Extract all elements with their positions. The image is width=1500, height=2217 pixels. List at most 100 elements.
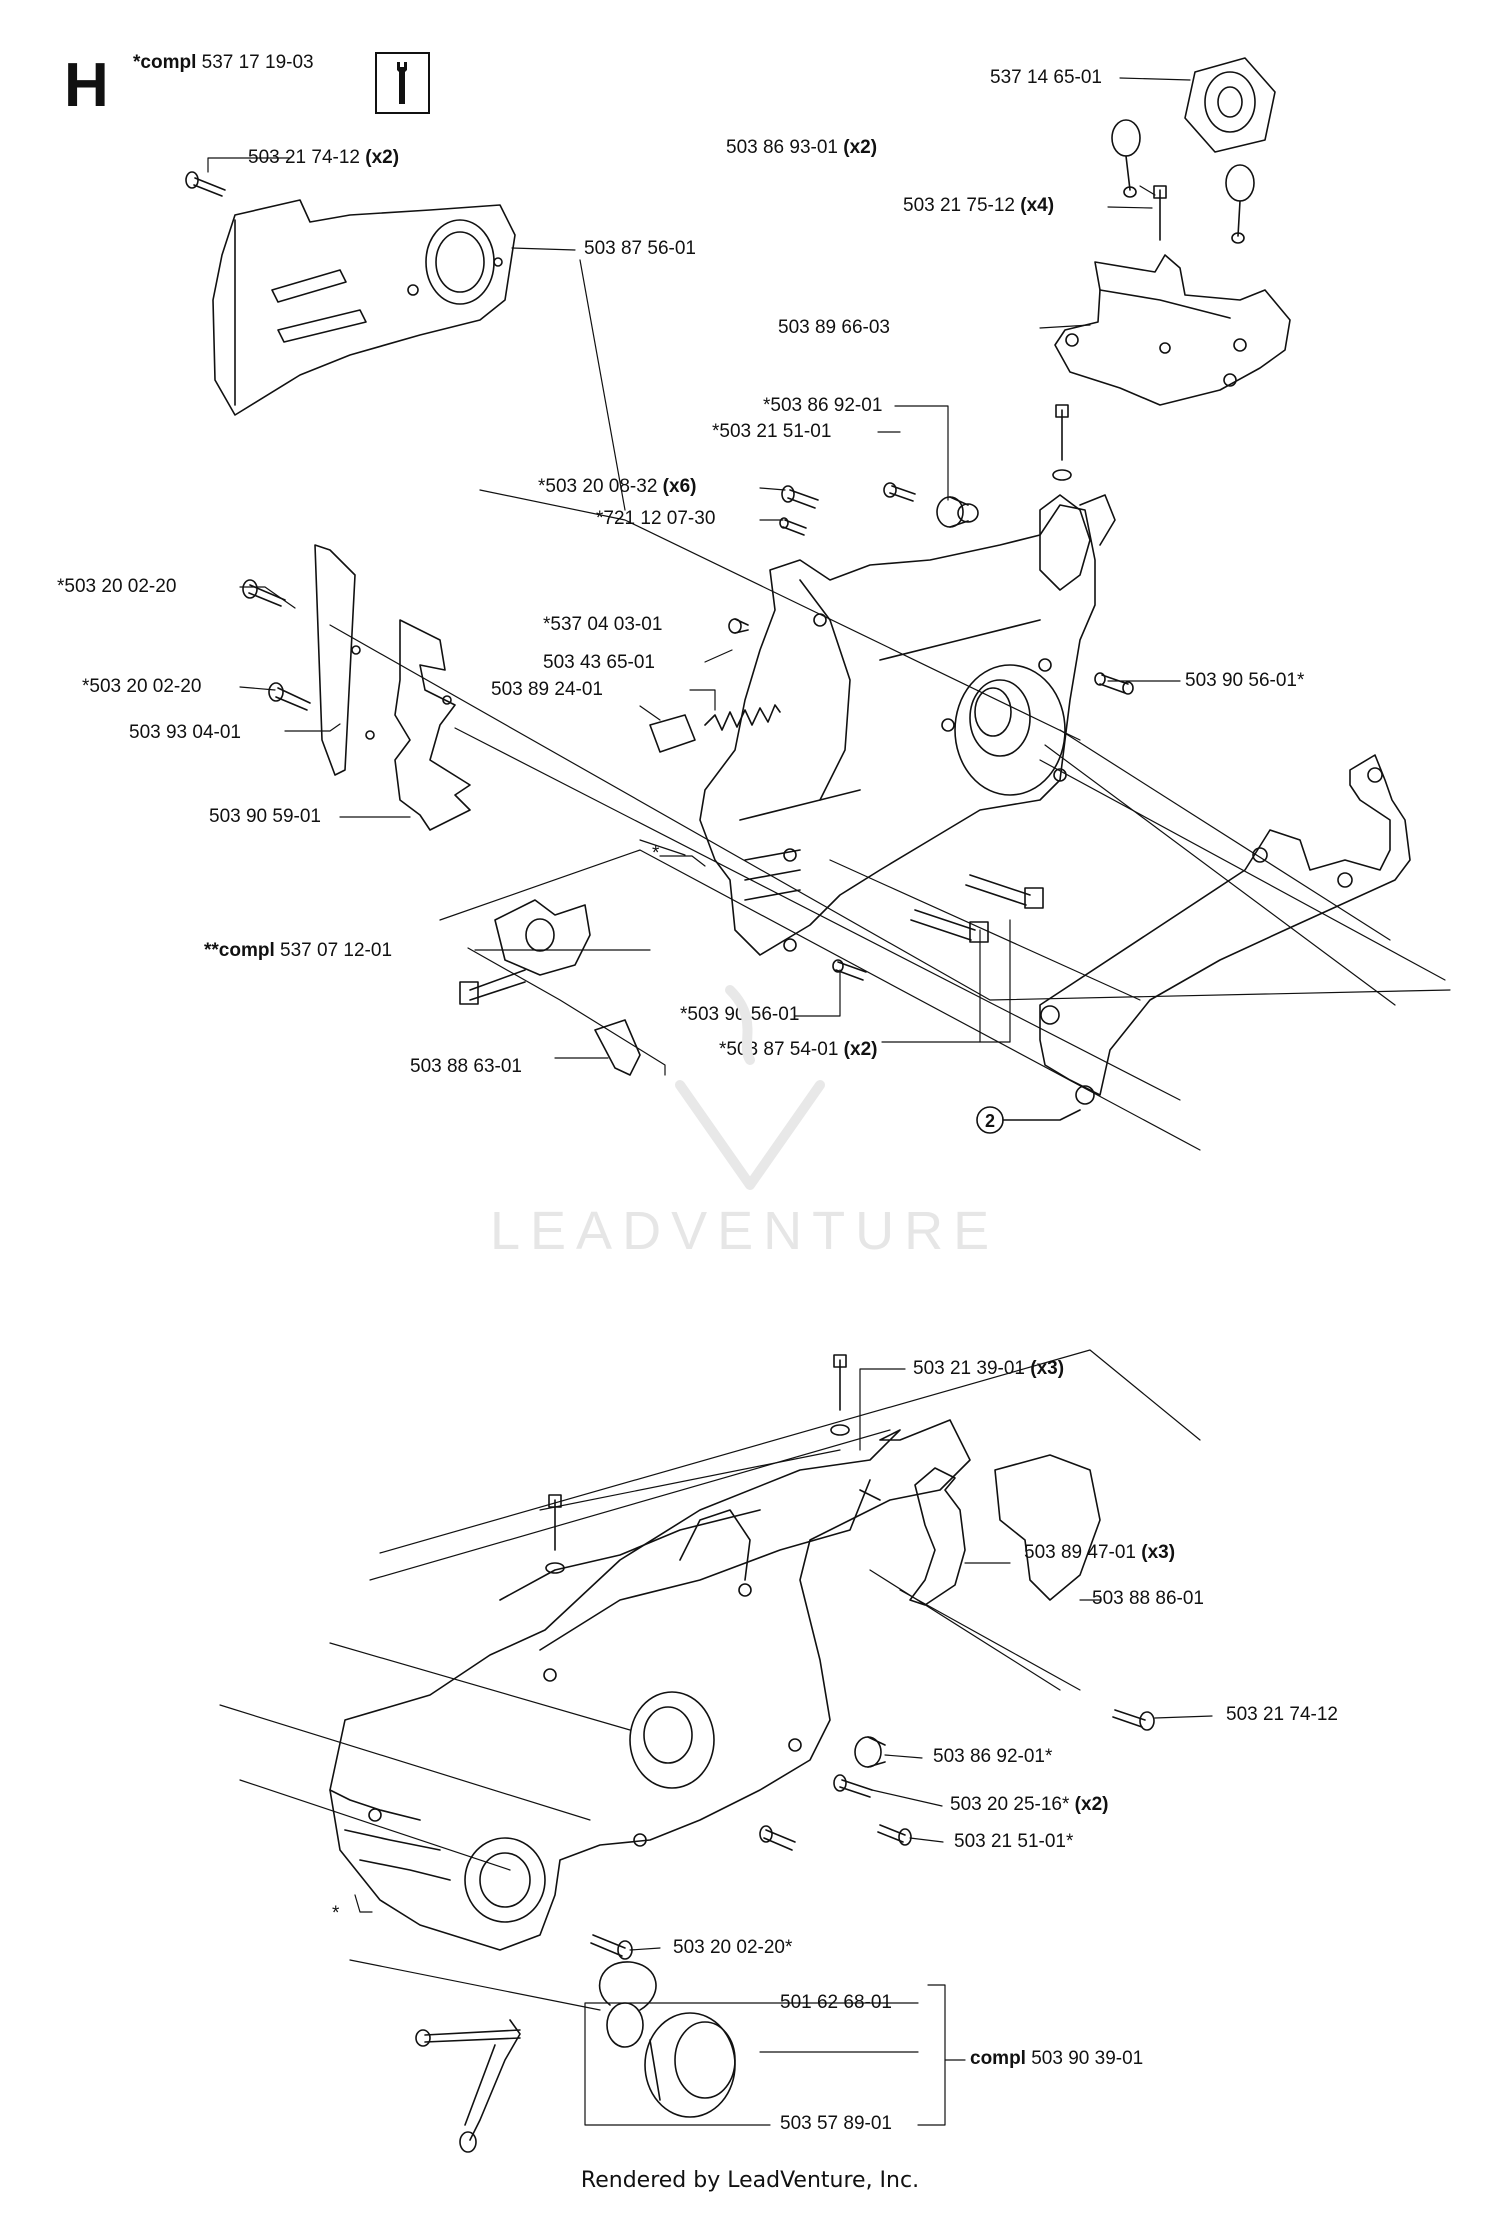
watermark-logo — [675, 985, 825, 1190]
gasket-outline — [1039, 754, 1411, 1105]
part-label-503869201b: 503 86 92-01* — [933, 1746, 1052, 1768]
screw-503-20-25-16 — [833, 1774, 873, 1798]
part-quantity: (x2) — [1074, 1794, 1109, 1815]
pin-537-04-03-01 — [728, 618, 749, 634]
part-number: 503 86 93-01 — [726, 137, 838, 158]
part-number: 503 20 25-16* — [950, 1794, 1070, 1815]
part-label-503200220c: 503 20 02-20* — [673, 1937, 792, 1959]
part-label-503200220b: *503 20 02-20 — [82, 676, 201, 698]
part-label-prefix: **compl — [204, 940, 275, 961]
part-number: *537 04 03-01 — [543, 614, 663, 635]
part-quantity: (x3) — [1030, 1358, 1065, 1379]
tool-icon — [375, 52, 430, 114]
part-label-503202516: 503 20 25-16* (x2) — [950, 1794, 1108, 1816]
screw-503-21-39-01b — [545, 1494, 565, 1574]
part-label-503894701: 503 89 47-01 (x3) — [1024, 1542, 1175, 1564]
cylinder-cover — [1054, 254, 1291, 406]
part-label-721120730: *721 12 07-30 — [596, 508, 715, 530]
rubber-cushion — [1184, 57, 1276, 153]
part-label-537040301: *537 04 03-01 — [543, 614, 662, 636]
part-number: 503 90 59-01 — [209, 806, 321, 827]
bolt-503-87-54-01a — [965, 874, 1044, 909]
footer-credit: Rendered by LeadVenture, Inc. — [580, 2168, 920, 2193]
part-label-503903901: compl 503 90 39-01 — [970, 2048, 1143, 2070]
screw-503-21-75-12 — [1153, 185, 1167, 241]
part-number: 503 86 92-01* — [933, 1746, 1053, 1767]
screw-vertical-top — [1052, 404, 1072, 481]
part-number: *503 86 92-01 — [763, 395, 883, 416]
part-number: 503 90 56-01* — [1185, 670, 1305, 691]
watermark-text: LEADVENTURE — [490, 1201, 1000, 1261]
header-compl-prefix: *compl — [133, 52, 197, 73]
part-number: * — [652, 843, 660, 864]
part-quantity: (x4) — [1020, 195, 1055, 216]
part-number: 503 43 65-01 — [543, 652, 655, 673]
spring-503-43-65-01 — [704, 704, 781, 731]
part-number: 503 21 74-12 — [1226, 1704, 1338, 1725]
part-number: 503 89 47-01 — [1024, 1542, 1136, 1563]
bolt-503-20-02-20b — [268, 682, 311, 711]
lower-top-rail — [539, 1479, 881, 1651]
crankcase-lower — [329, 1419, 971, 1951]
part-label-503905601b: *503 90 56-01 — [680, 1004, 799, 1026]
part-quantity: (x2) — [843, 1039, 878, 1060]
part-label-503896603: 503 89 66-03 — [778, 317, 890, 339]
screw-503-20-08-32 — [781, 485, 819, 509]
part-label-503436501: 503 43 65-01 — [543, 652, 655, 674]
part-number: *503 20 02-20 — [82, 676, 202, 697]
leader-lines-bottom — [219, 1349, 1213, 2126]
screw-503-21-51-01b — [877, 1824, 912, 1846]
part-number: 503 57 89-01 — [780, 2113, 892, 2134]
part-number: 503 21 75-12 — [903, 195, 1015, 216]
part-label-503875601: 503 87 56-01 — [584, 238, 696, 260]
part-label-503578901: 503 57 89-01 — [780, 2113, 892, 2135]
header-part-number: 537 17 19-03 — [201, 52, 314, 73]
chain-tensioner — [459, 899, 591, 1005]
knob-503-86-93-01a — [1111, 119, 1141, 198]
bar-guard-plate — [212, 199, 516, 416]
spacer-503-86-92-01b — [854, 1736, 886, 1768]
part-quantity: (x2) — [843, 137, 878, 158]
part-quantity: (x3) — [1141, 1542, 1176, 1563]
part-quantity: (x6) — [662, 476, 697, 497]
part-label-503886301: 503 88 63-01 — [410, 1056, 522, 1078]
part-number: *503 20 02-20 — [57, 576, 177, 597]
part-number: 503 93 04-01 — [129, 722, 241, 743]
header-assembly-label: *compl 537 17 19-03 — [133, 52, 314, 74]
part-quantity: (x2) — [365, 147, 400, 168]
part-label-503869201a: *503 86 92-01 — [763, 395, 882, 417]
callout-number-text: 2 — [985, 1111, 995, 1131]
combination-wrench — [415, 2019, 521, 2153]
crankcase-body — [699, 504, 1096, 956]
part-label-503905601a: 503 90 56-01* — [1185, 670, 1304, 692]
part-label-537071201: **compl 537 07 12-01 — [204, 940, 392, 962]
part-label-503215101a: *503 21 51-01 — [712, 421, 831, 443]
pin-503-90-56-01b — [832, 959, 867, 981]
part-number: 503 89 24-01 — [491, 679, 603, 700]
section-letter: H — [64, 51, 109, 120]
part-number: *721 12 07-30 — [596, 508, 716, 529]
part-number: 503 87 56-01 — [584, 238, 696, 259]
pin-503-90-56-01a — [1094, 672, 1134, 695]
bolt-503-21-74-12 — [185, 171, 226, 197]
part-label-503200832: *503 20 08-32 (x6) — [538, 476, 696, 498]
part-label-537146501: 537 14 65-01 — [990, 67, 1102, 89]
part-label-503217412b: 503 21 74-12 — [1226, 1704, 1338, 1726]
part-number: 503 88 86-01 — [1092, 1588, 1204, 1609]
part-label-503888601: 503 88 86-01 — [1092, 1588, 1204, 1610]
part-label-503869301: 503 86 93-01 (x2) — [726, 137, 877, 159]
part-label-503930401: 503 93 04-01 — [129, 722, 241, 744]
part-label-star1: * — [652, 843, 659, 865]
knob-503-86-93-01b — [1225, 164, 1255, 244]
bracket-part — [1039, 494, 1116, 591]
callout-circle — [976, 1106, 1081, 1134]
screw-503-21-51-01 — [883, 482, 916, 502]
leader-lines-top — [207, 77, 1451, 1151]
bumper-spike — [909, 1467, 966, 1606]
spacer-503-86-92-01 — [936, 496, 979, 528]
callout-label: 2 — [985, 1111, 995, 1131]
part-number: 537 14 65-01 — [990, 67, 1102, 88]
part-number: 537 07 12-01 — [280, 940, 393, 961]
